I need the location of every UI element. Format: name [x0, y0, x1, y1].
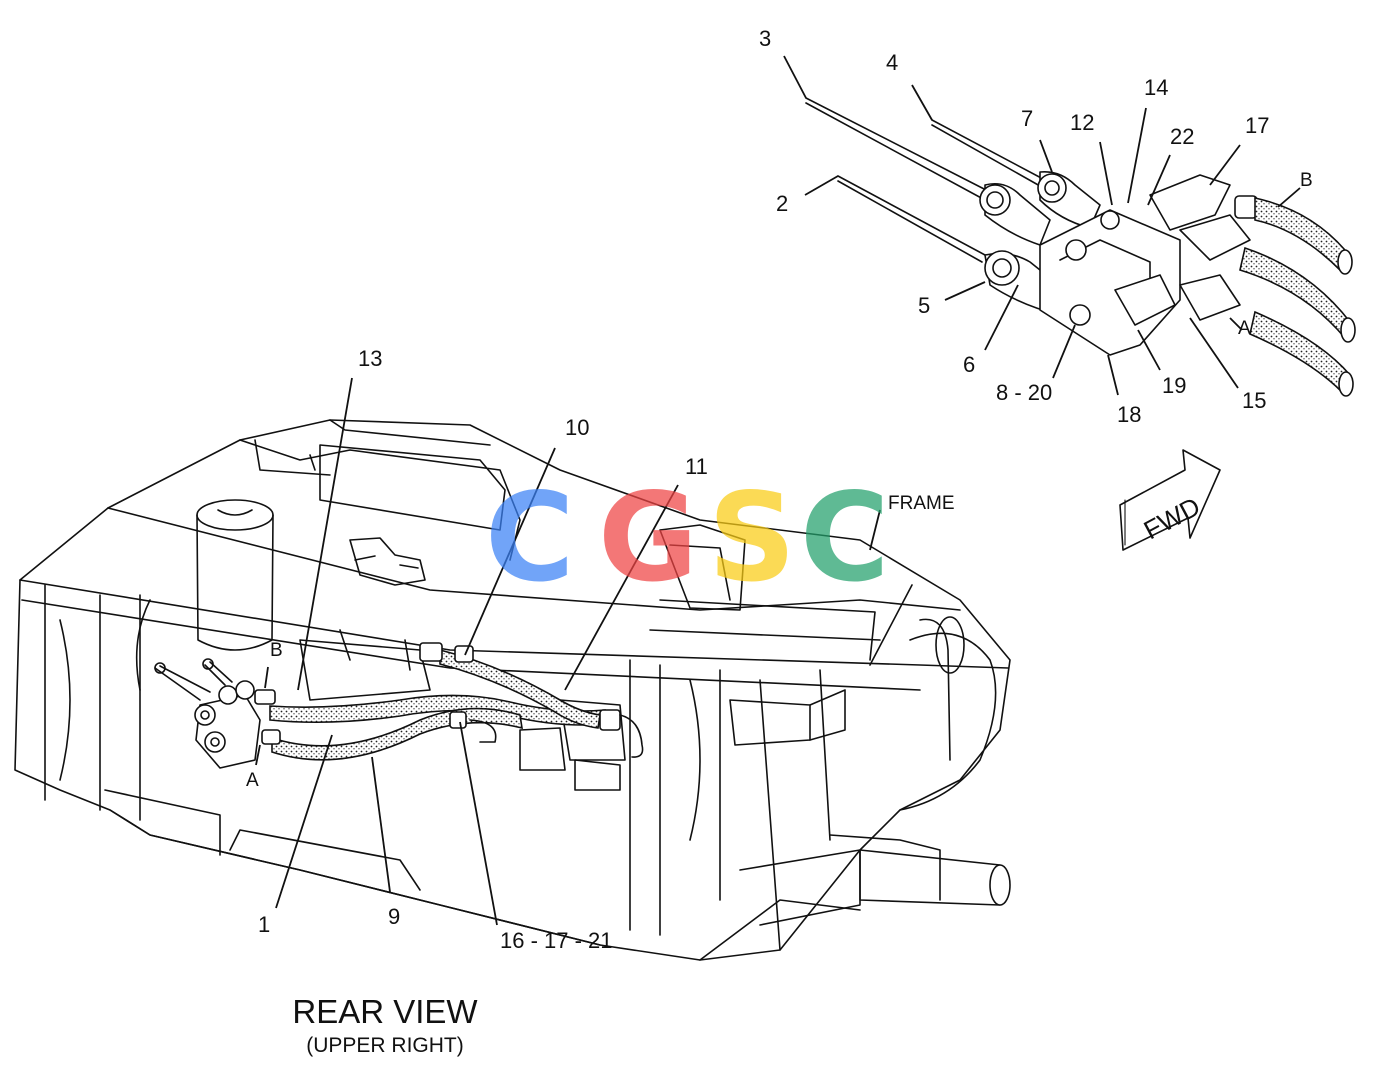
callout-11: 11	[685, 454, 708, 479]
callout-8-20: 8 - 20	[996, 380, 1052, 405]
callout-12: 12	[1070, 110, 1094, 135]
leader-lines	[255, 55, 1301, 926]
watermark-letter-s: S	[708, 467, 796, 609]
port-label-b-main: B	[270, 640, 283, 661]
view-title: REAR VIEW	[292, 993, 478, 1030]
callout-13: 13	[358, 346, 382, 371]
callout-6: 6	[963, 352, 975, 377]
port-label-a-detail: A	[1238, 318, 1251, 339]
callout-22: 22	[1170, 124, 1194, 149]
frame-label: FRAME	[888, 493, 955, 514]
callout-1: 1	[258, 912, 270, 937]
watermark-logo: C G S C	[485, 467, 890, 609]
callout-5: 5	[918, 293, 930, 318]
callout-9: 9	[388, 904, 400, 929]
callout-17: 17	[1245, 113, 1269, 138]
callout-14: 14	[1144, 75, 1168, 100]
callout-19: 19	[1162, 373, 1186, 398]
port-label-a-main: A	[246, 770, 259, 791]
callout-7: 7	[1021, 106, 1033, 131]
callout-3: 3	[759, 26, 771, 51]
fitting-detail-drawing	[805, 97, 1356, 397]
view-subtitle: (UPPER RIGHT)	[306, 1034, 464, 1057]
watermark-letter-g: G	[598, 467, 698, 609]
port-label-b-detail: B	[1300, 170, 1313, 191]
watermark-letter-c2: C	[800, 467, 890, 609]
callout-labels: 13 10 11 1 9 16 - 17 - 21 3 4 7 12 14 22…	[246, 26, 1313, 953]
callout-2: 2	[776, 191, 788, 216]
forward-arrow-icon: FWD	[1119, 449, 1221, 551]
hose-assemblies	[269, 642, 644, 761]
valve-cluster-main	[154, 658, 281, 769]
callout-4: 4	[886, 50, 898, 75]
callout-10: 10	[565, 415, 589, 440]
callout-15: 15	[1242, 388, 1266, 413]
watermark-letter-c1: C	[485, 467, 575, 609]
callout-18: 18	[1117, 402, 1141, 427]
view-caption: REAR VIEW (UPPER RIGHT)	[292, 993, 478, 1057]
callout-16-17-21: 16 - 17 - 21	[500, 928, 613, 953]
